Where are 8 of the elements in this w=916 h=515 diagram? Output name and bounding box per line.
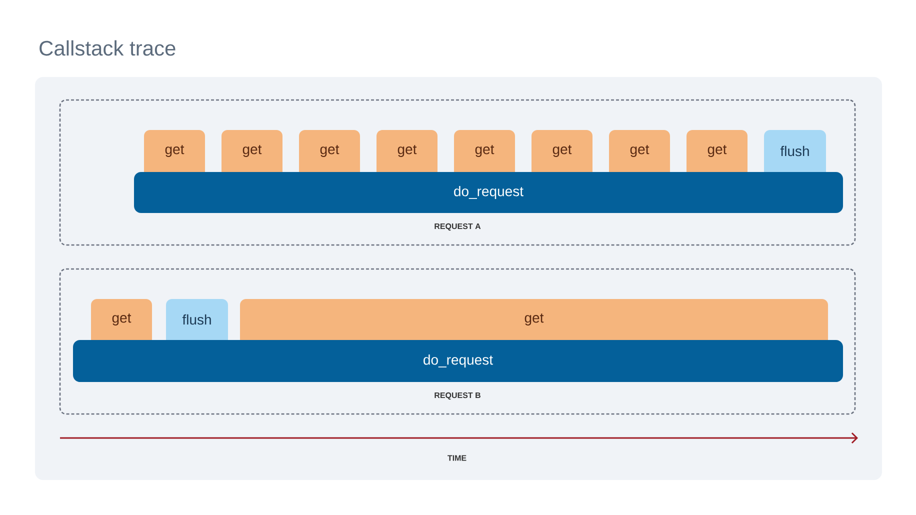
request-bar: do_request [73, 340, 843, 382]
diagram-title: Callstack trace [40, 40, 176, 56]
frame-label: REQUEST A [434, 223, 481, 231]
request-frame [59, 99, 856, 246]
axis-label: TIME [448, 455, 466, 461]
frame-label: REQUEST B [434, 392, 480, 400]
request-frame [59, 268, 856, 415]
request-bar: do_request [134, 172, 843, 213]
